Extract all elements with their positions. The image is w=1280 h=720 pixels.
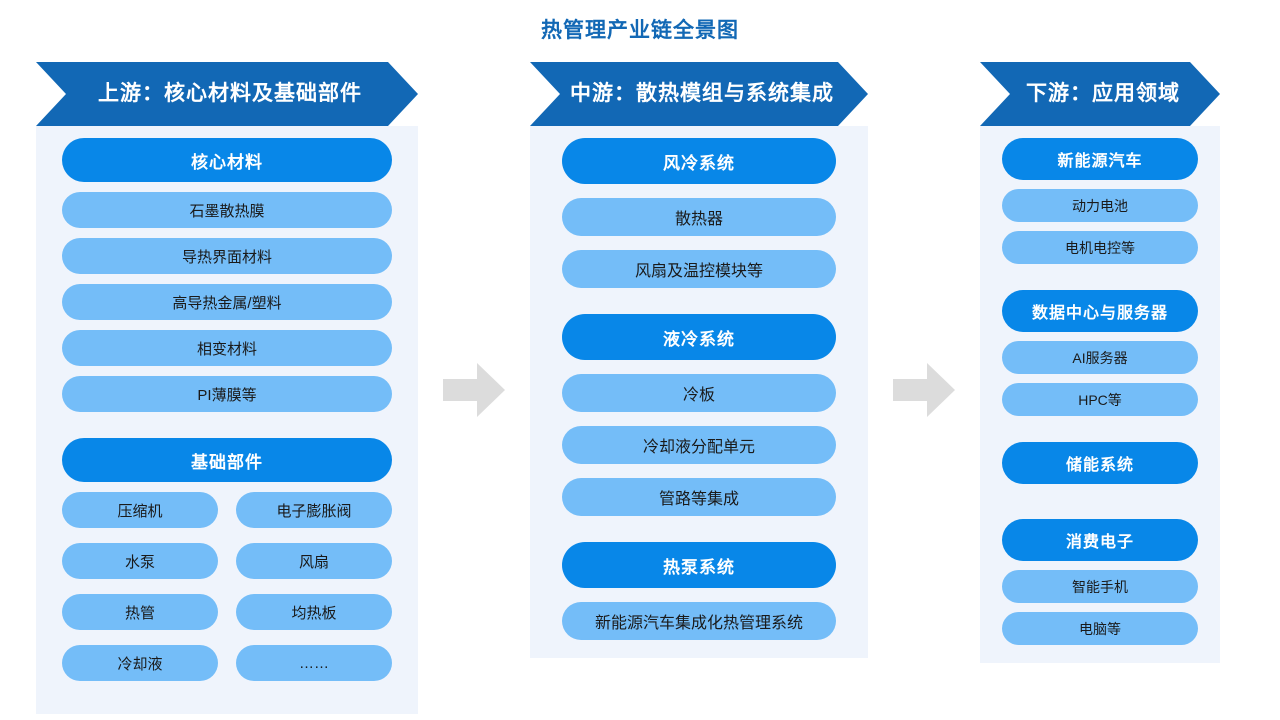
list-item[interactable]: 风扇: [236, 543, 392, 579]
chain-board: 上游：核心材料及基础部件 核心材料 石墨散热膜 导热界面材料 高导热金属/塑料 …: [0, 62, 1280, 717]
group-title-new-energy-vehicle[interactable]: 新能源汽车: [1002, 138, 1198, 180]
list-item[interactable]: 电机电控等: [1002, 231, 1198, 264]
list-item[interactable]: 新能源汽车集成化热管理系统: [562, 602, 836, 640]
basic-components-grid: 压缩机 电子膨胀阀 水泵 风扇 热管 均热板 冷却液 ……: [62, 492, 392, 696]
list-item[interactable]: 管路等集成: [562, 478, 836, 516]
right-arrow-icon: [893, 362, 955, 417]
list-item[interactable]: 冷却液分配单元: [562, 426, 836, 464]
list-item[interactable]: AI服务器: [1002, 341, 1198, 374]
list-item[interactable]: 水泵: [62, 543, 218, 579]
group-title-energy-storage[interactable]: 储能系统: [1002, 442, 1198, 484]
list-item[interactable]: 动力电池: [1002, 189, 1198, 222]
list-item[interactable]: 智能手机: [1002, 570, 1198, 603]
group-air-cooling: 风冷系统 散热器 风扇及温控模块等: [562, 138, 836, 288]
column-upstream: 上游：核心材料及基础部件 核心材料 石墨散热膜 导热界面材料 高导热金属/塑料 …: [36, 62, 418, 714]
list-item[interactable]: 电脑等: [1002, 612, 1198, 645]
list-item[interactable]: 风扇及温控模块等: [562, 250, 836, 288]
list-item[interactable]: 相变材料: [62, 330, 392, 366]
group-basic-components: 基础部件 压缩机 电子膨胀阀 水泵 风扇 热管 均热板 冷却液 ……: [62, 438, 392, 696]
group-energy-storage: 储能系统: [1002, 442, 1198, 493]
list-item[interactable]: 导热界面材料: [62, 238, 392, 274]
panel-upstream: 核心材料 石墨散热膜 导热界面材料 高导热金属/塑料 相变材料 PI薄膜等 基础…: [36, 126, 418, 714]
column-downstream: 下游：应用领域 新能源汽车 动力电池 电机电控等 数据中心与服务器 AI服务器 …: [980, 62, 1220, 663]
list-item[interactable]: 电子膨胀阀: [236, 492, 392, 528]
group-title-basic-components[interactable]: 基础部件: [62, 438, 392, 482]
list-item[interactable]: PI薄膜等: [62, 376, 392, 412]
group-title-heat-pump[interactable]: 热泵系统: [562, 542, 836, 588]
list-item[interactable]: 散热器: [562, 198, 836, 236]
page-title: 热管理产业链全景图: [541, 19, 739, 42]
connector-midstream-downstream: [868, 62, 980, 717]
group-data-center: 数据中心与服务器 AI服务器 HPC等: [1002, 290, 1198, 416]
column-header-midstream: 中游：散热模组与系统集成: [530, 62, 868, 126]
panel-downstream: 新能源汽车 动力电池 电机电控等 数据中心与服务器 AI服务器 HPC等 储能系…: [980, 126, 1220, 663]
group-title-core-materials[interactable]: 核心材料: [62, 138, 392, 182]
group-heat-pump: 热泵系统 新能源汽车集成化热管理系统: [562, 542, 836, 640]
list-item[interactable]: ……: [236, 645, 392, 681]
column-header-downstream: 下游：应用领域: [980, 62, 1220, 126]
connector-upstream-midstream: [418, 62, 530, 717]
list-item[interactable]: 均热板: [236, 594, 392, 630]
group-title-liquid-cooling[interactable]: 液冷系统: [562, 314, 836, 360]
list-item[interactable]: 冷板: [562, 374, 836, 412]
panel-midstream: 风冷系统 散热器 风扇及温控模块等 液冷系统 冷板 冷却液分配单元 管路等集成 …: [530, 126, 868, 658]
list-item[interactable]: 冷却液: [62, 645, 218, 681]
column-midstream: 中游：散热模组与系统集成 风冷系统 散热器 风扇及温控模块等 液冷系统 冷板 冷…: [530, 62, 868, 658]
group-consumer-electronics: 消费电子 智能手机 电脑等: [1002, 519, 1198, 645]
list-item[interactable]: 石墨散热膜: [62, 192, 392, 228]
right-arrow-icon: [443, 362, 505, 417]
column-header-upstream: 上游：核心材料及基础部件: [36, 62, 418, 126]
group-title-data-center[interactable]: 数据中心与服务器: [1002, 290, 1198, 332]
list-item[interactable]: 热管: [62, 594, 218, 630]
group-liquid-cooling: 液冷系统 冷板 冷却液分配单元 管路等集成: [562, 314, 836, 516]
group-core-materials: 核心材料 石墨散热膜 导热界面材料 高导热金属/塑料 相变材料 PI薄膜等: [62, 138, 392, 412]
list-item[interactable]: 压缩机: [62, 492, 218, 528]
group-title-air-cooling[interactable]: 风冷系统: [562, 138, 836, 184]
list-item[interactable]: 高导热金属/塑料: [62, 284, 392, 320]
group-new-energy-vehicle: 新能源汽车 动力电池 电机电控等: [1002, 138, 1198, 264]
group-title-consumer-electronics[interactable]: 消费电子: [1002, 519, 1198, 561]
list-item[interactable]: HPC等: [1002, 383, 1198, 416]
